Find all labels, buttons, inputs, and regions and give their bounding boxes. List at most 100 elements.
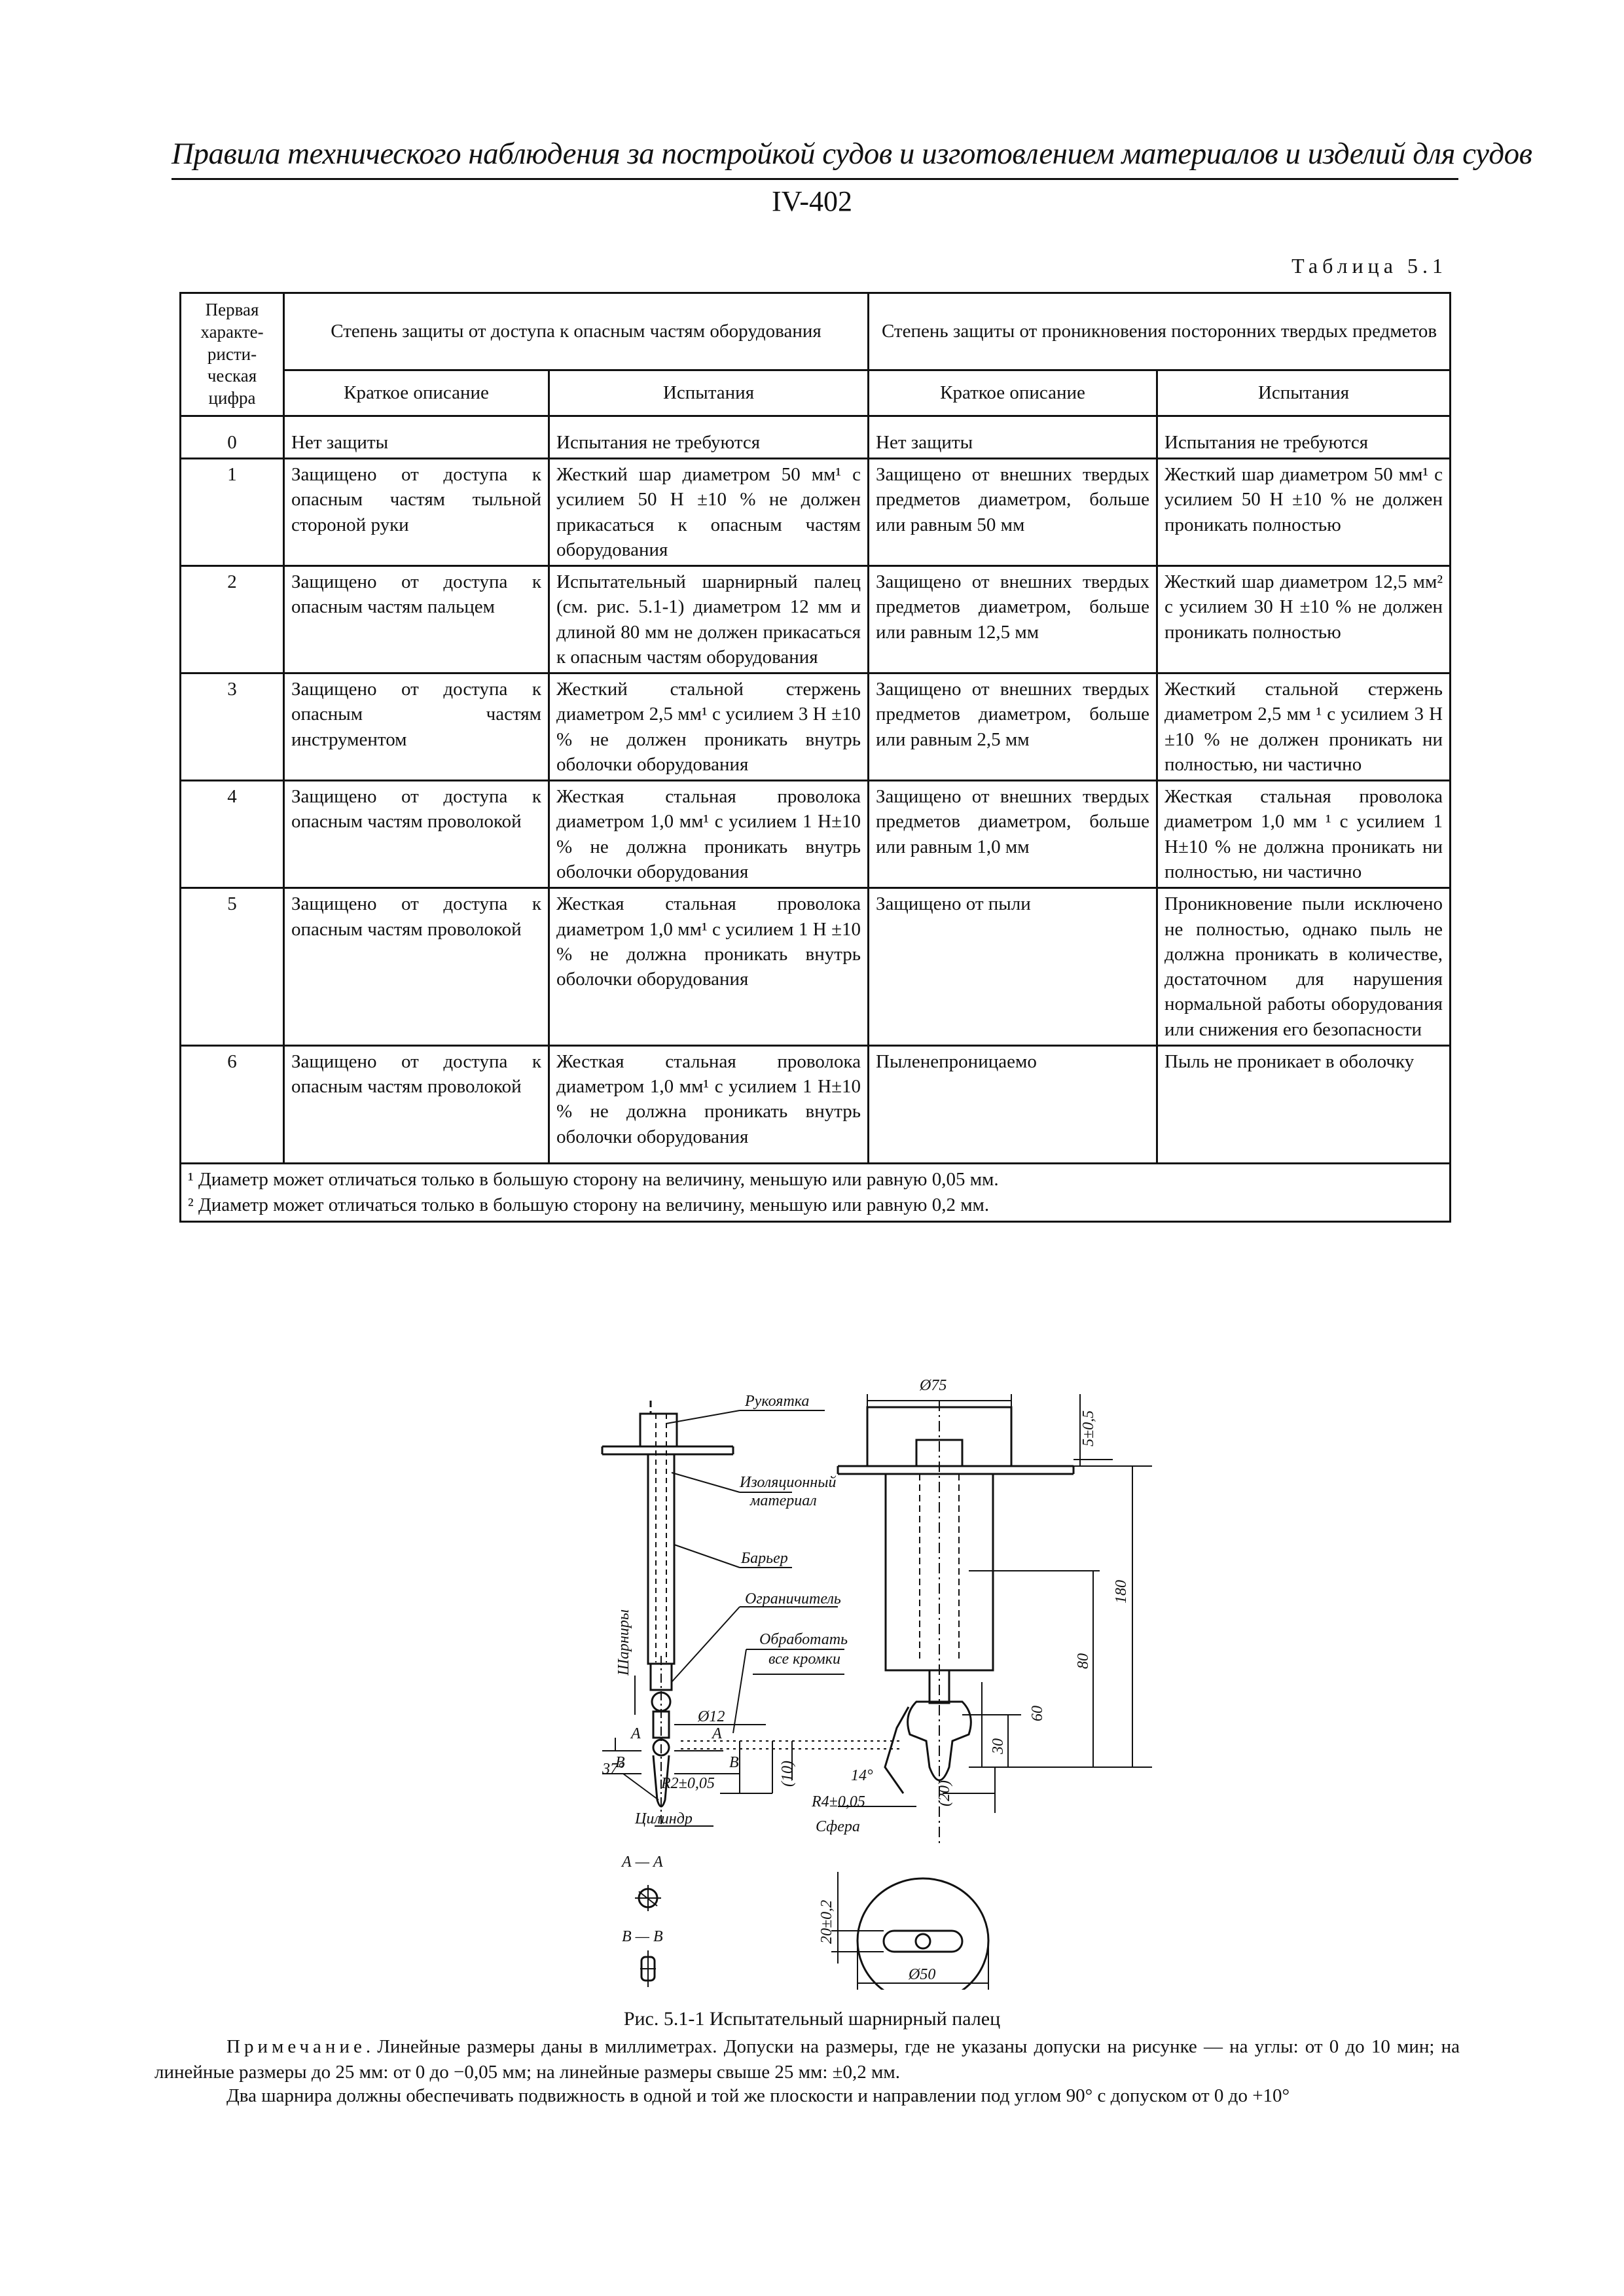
cell-access-test: Испытания не требуются	[548, 414, 869, 460]
cell-solids-test: Испытания не требуются	[1155, 414, 1452, 460]
label-mark-a-right: A	[711, 1725, 722, 1742]
document-title: Правила технического наблюдения за постр…	[171, 137, 1532, 171]
label-d75: Ø75	[919, 1377, 947, 1394]
footnote-2: ² Диаметр может отличаться только в боль…	[188, 1194, 990, 1216]
cell-access-description: Защищено от доступа к опасным частям инс…	[283, 672, 550, 782]
label-dim-30: 30	[990, 1738, 1007, 1755]
test-finger-drawing: Рукоятка Изоляционный материал Барьер Ог…	[601, 1377, 1152, 2004]
header-rule	[171, 178, 1458, 180]
cell-solids-description: Защищено от пыли	[867, 887, 1158, 1047]
header-group-solids: Степень защиты от проникновения посторон…	[867, 292, 1452, 371]
cell-digit: 6	[179, 1044, 285, 1164]
label-dim-5: 5±0,5	[1080, 1410, 1097, 1446]
label-mark-b-left: B	[615, 1754, 625, 1771]
label-insulating: Изоляционный	[739, 1474, 836, 1491]
cell-solids-description: Пыленепроницаемо	[867, 1044, 1158, 1164]
cell-access-test: Жесткая стальная проволока диаметром 1,0…	[548, 1044, 869, 1164]
cell-solids-test: Пыль не проникает в оболочку	[1155, 1044, 1452, 1164]
cell-solids-test: Жесткий шар диаметром 12,5 мм² с усилием…	[1155, 565, 1452, 675]
label-machine-2: все кромки	[768, 1651, 840, 1668]
front-dimensions	[791, 1394, 1152, 1813]
cell-solids-description: Нет защиты	[867, 414, 1158, 460]
section-bb	[640, 1950, 656, 1987]
label-limiter: Ограничитель	[745, 1590, 841, 1607]
header-tests-solids: Испытания	[1155, 368, 1452, 417]
label-angle-37: 37°	[602, 1761, 624, 1778]
cell-access-test: Жесткая стальная проволока диаметром 1,0…	[548, 780, 869, 889]
label-dim-80: 80	[1075, 1653, 1092, 1669]
cell-solids-description: Защищено от внешних твердых предметов ди…	[867, 565, 1158, 675]
label-d50: Ø50	[908, 1966, 935, 1983]
cell-solids-test: Жесткий стальной стержень диаметром 2,5 …	[1155, 672, 1452, 782]
cell-solids-test: Проникновение пыли исключено не полность…	[1155, 887, 1452, 1047]
finger-dimensions	[602, 1738, 773, 1827]
label-dim-180: 180	[1113, 1580, 1130, 1604]
cell-access-test: Жесткий стальной стержень диаметром 2,5 …	[548, 672, 869, 782]
label-d12: Ø12	[697, 1708, 725, 1725]
label-r2: R2±0,05	[660, 1775, 715, 1792]
cell-digit: 3	[179, 672, 285, 782]
label-dim-20: (20)	[936, 1780, 953, 1806]
label-sphere: Сфера	[816, 1818, 860, 1835]
label-dim-60: 60	[1029, 1706, 1046, 1721]
label-handle: Рукоятка	[744, 1393, 809, 1410]
header-first-digit: Первая характе-ристи-ческая цифра	[179, 292, 285, 417]
label-hinges: Шарниры	[615, 1609, 632, 1676]
cell-digit: 0	[179, 414, 285, 460]
label-section-aa: А — А	[621, 1854, 663, 1871]
label-material: материал	[749, 1492, 817, 1509]
finger-front-view	[837, 1401, 1075, 1846]
label-mark-b-right: B	[729, 1754, 739, 1771]
cell-digit: 4	[179, 780, 285, 889]
finger-leaders	[634, 1410, 844, 1734]
finger-side-view	[601, 1401, 734, 1826]
note-text: . Линейные размеры даны в миллиметрах. Д…	[154, 2036, 1460, 2083]
label-mark-a-left: A	[630, 1725, 641, 1742]
label-r4: R4±0,05	[811, 1793, 865, 1810]
cell-access-description: Защищено от доступа к опасным частям про…	[283, 1044, 550, 1164]
cell-solids-test: Жесткая стальная проволока диаметром 1,0…	[1155, 780, 1452, 889]
footnote-1: ¹ Диаметр может отличаться только в боль…	[188, 1168, 999, 1190]
label-angle-14: 14°	[851, 1767, 873, 1784]
note-paragraph-2: Два шарнира должны обеспечивать подвижно…	[226, 2085, 1290, 2106]
cell-solids-description: Защищено от внешних твердых предметов ди…	[867, 780, 1158, 889]
protection-table: Первая характе-ристи-ческая цифра Степен…	[179, 292, 1452, 1223]
cell-access-description: Нет защиты	[283, 414, 550, 460]
header-brief-solids: Краткое описание	[867, 368, 1158, 417]
cell-digit: 2	[179, 565, 285, 675]
cell-access-description: Защищено от доступа к опасным частям тыл…	[283, 457, 550, 567]
cell-access-test: Жесткий шар диаметром 50 мм¹ с усилием 5…	[548, 457, 869, 567]
section-aa	[635, 1885, 661, 1911]
label-section-bb: В — В	[622, 1928, 663, 1945]
cell-access-test: Жесткая стальная проволока диаметром 1,0…	[548, 887, 869, 1047]
header-tests-access: Испытания	[548, 368, 869, 417]
label-dim-10: (10)	[779, 1761, 796, 1787]
cell-access-description: Защищено от доступа к опасным частям про…	[283, 887, 550, 1047]
figure-caption: Рис. 5.1-1 Испытательный шарнирный палец	[623, 2008, 1001, 2030]
cell-solids-test: Жесткий шар диаметром 50 мм¹ с усилием 5…	[1155, 457, 1452, 567]
label-machine-1: Обработать	[759, 1631, 848, 1648]
cell-access-test: Испытательный шарнирный палец (см. рис. …	[548, 565, 869, 675]
header-brief-access: Краткое описание	[283, 368, 550, 417]
note-paragraph: Примечание. Линейные размеры даны в милл…	[154, 2034, 1460, 2085]
label-barrier: Барьер	[740, 1550, 788, 1567]
figure-test-finger: Рукоятка Изоляционный материал Барьер Ог…	[576, 1374, 1178, 2004]
cell-access-description: Защищено от доступа к опасным частям про…	[283, 780, 550, 889]
header-group-access: Степень защиты от доступа к опасным част…	[283, 292, 869, 371]
cell-digit: 5	[179, 887, 285, 1047]
cell-solids-description: Защищено от внешних твердых предметов ди…	[867, 672, 1158, 782]
table-footnotes: ¹ Диаметр может отличаться только в боль…	[179, 1162, 1452, 1223]
note-label: Примечание	[226, 2036, 366, 2057]
label-dim-20-02: 20±0,2	[818, 1900, 835, 1944]
cell-solids-description: Защищено от внешних твердых предметов ди…	[867, 457, 1158, 567]
cell-digit: 1	[179, 457, 285, 567]
table-caption: Таблица 5.1	[1291, 254, 1447, 278]
